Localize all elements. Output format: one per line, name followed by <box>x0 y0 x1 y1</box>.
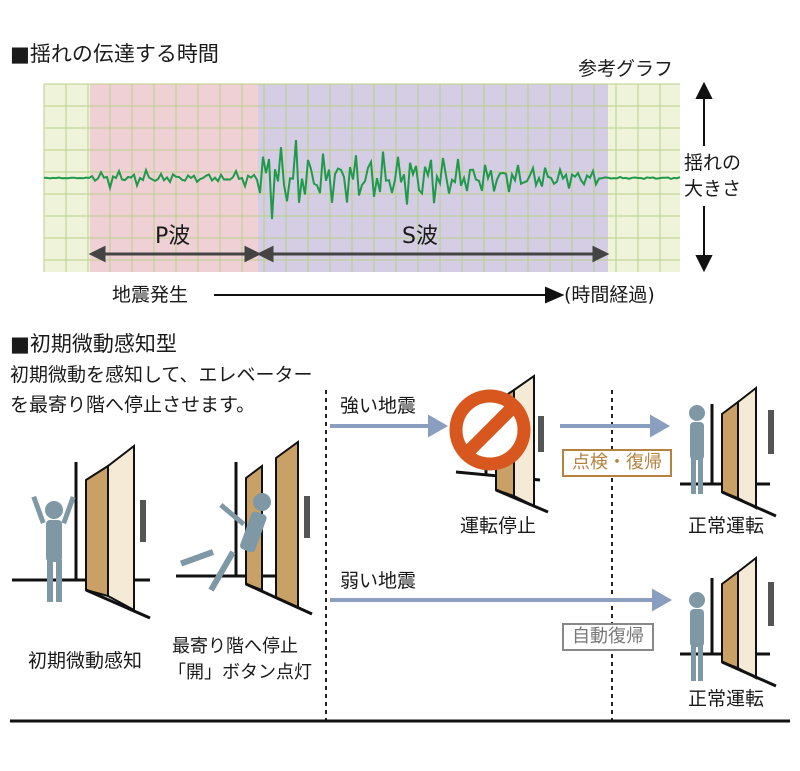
time-elapsed-label: (時間経過) <box>564 284 655 306</box>
nearest-floor-stop-label: 最寄り階へ停止 <box>172 636 298 657</box>
amplitude-label-line1: 揺れの <box>684 152 742 174</box>
s-wave-label: S波 <box>402 224 438 249</box>
person-exiting <box>180 493 271 592</box>
reference-graph-label: 参考グラフ <box>578 58 674 80</box>
seismograph-chart <box>43 81 713 304</box>
p-wave-region <box>90 84 258 272</box>
strong-quake-label: 強い地震 <box>340 395 417 417</box>
open-button-lit-label: 「開」ボタン点灯 <box>168 662 312 683</box>
strong-arrow-2 <box>560 414 671 438</box>
amplitude-arrow <box>695 81 713 273</box>
s-wave-arrow <box>256 245 610 263</box>
description-line2: を最寄り階へ停止させます。 <box>10 394 256 416</box>
p-wave-label: P波 <box>155 224 191 249</box>
p-wave-arrow <box>88 245 262 263</box>
strong-arrow-1 <box>330 414 449 438</box>
weak-arrow <box>330 588 673 612</box>
operation-stop-label: 運転停止 <box>460 515 537 537</box>
section-title-initial-detection: ■初期微動感知型 <box>10 332 177 356</box>
time-arrow <box>214 286 565 304</box>
section-title-shaking-time: ■揺れの伝達する時間 <box>10 42 219 66</box>
elevator-door-5 <box>680 555 777 688</box>
seismic-waveform <box>43 139 681 220</box>
stop-sign-icon <box>449 389 531 471</box>
auto-recovery-badge: 自動復帰 <box>562 623 654 651</box>
elevator-door-2 <box>176 440 313 616</box>
normal-operation-bottom-label: 正常運転 <box>688 688 765 710</box>
normal-operation-top-label: 正常運転 <box>688 515 765 537</box>
description-line1: 初期微動を感知して、エレベーター <box>10 364 313 386</box>
elevator-door-1 <box>12 443 151 620</box>
person-standing-normal-top <box>689 405 705 494</box>
inspection-recovery-badge: 点検・復帰 <box>562 449 672 477</box>
person-standing-alert <box>31 495 76 602</box>
weak-quake-label: 弱い地震 <box>340 570 417 592</box>
person-standing-normal-bottom <box>689 592 705 681</box>
earthquake-start-label: 地震発生 <box>112 284 189 306</box>
initial-detection-label: 初期微動感知 <box>28 650 143 672</box>
amplitude-label-line2: 大きさ <box>684 178 742 200</box>
